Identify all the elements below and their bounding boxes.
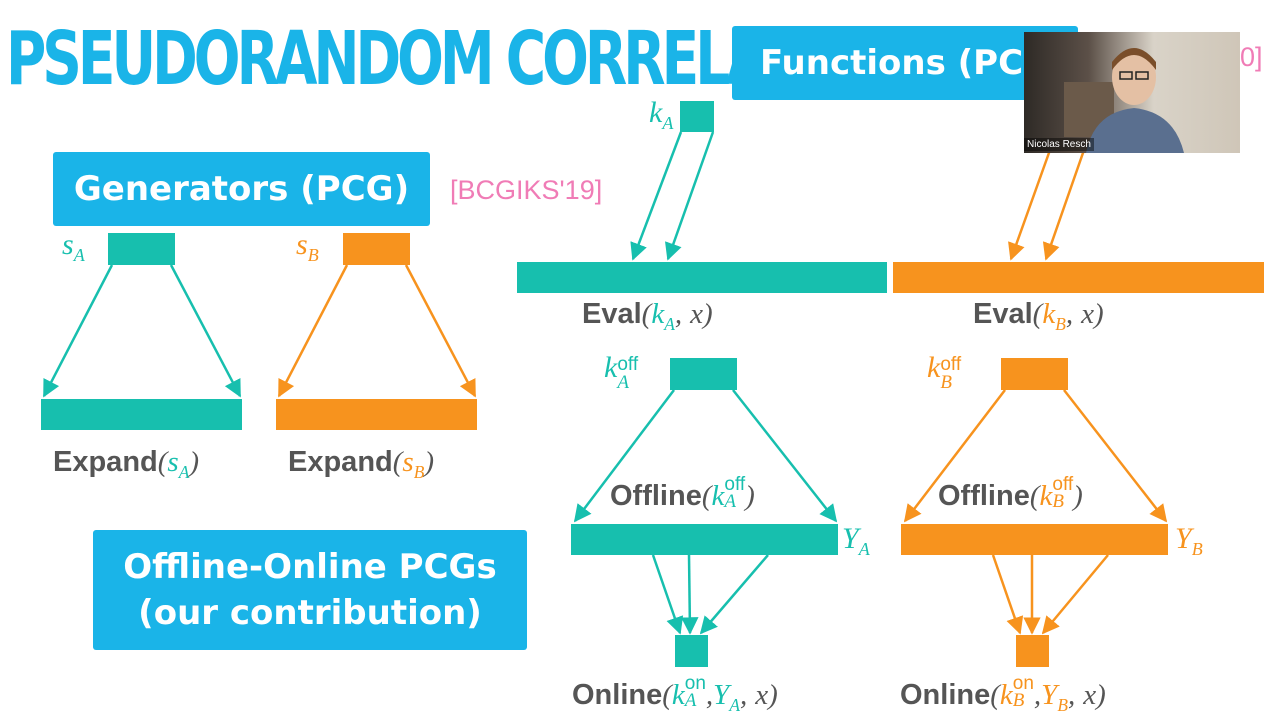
online-a-block (675, 635, 708, 667)
arrow (732, 389, 838, 523)
functions-banner-text: Functions (PCF) (760, 43, 1062, 83)
arrow (404, 264, 477, 398)
online-b-block (1016, 635, 1049, 667)
arrow (630, 131, 683, 261)
arrow (681, 554, 699, 635)
functions-citation: 0] (1240, 42, 1263, 72)
arrow (169, 264, 242, 398)
arrow (991, 554, 1024, 635)
generators-citation: [BCGIKS'19] (450, 175, 603, 205)
arrow (1041, 554, 1109, 635)
koff-b-block (1001, 358, 1068, 390)
offline-a-bar (571, 524, 838, 555)
arrow (1063, 389, 1168, 523)
arrow (277, 264, 349, 398)
arrow (1042, 149, 1086, 261)
arrow (42, 264, 114, 398)
eval-a-label: Eval(kA, x) (582, 298, 713, 334)
generators-banner-text: Generators (PCG) (73, 169, 410, 209)
eval-b-bar (893, 262, 1264, 293)
arrow (651, 554, 684, 635)
expand-b-label: Expand(sB) (288, 446, 435, 482)
functions-banner: Functions (PCF) (732, 26, 1078, 100)
webcam-participant-name: Nicolas Resch (1024, 138, 1094, 151)
eval-a-bar (517, 262, 887, 293)
arrow (903, 389, 1006, 523)
seed-b-block (343, 233, 410, 265)
label-y-a: YA (842, 522, 870, 559)
expand-b-bar (276, 399, 477, 430)
arrow (1008, 149, 1052, 261)
koff-a-block (670, 358, 737, 390)
arrow (699, 554, 769, 635)
offline-online-banner: Offline-Online PCGs (our contribution) (93, 530, 527, 650)
expand-a-label: Expand(sA) (53, 446, 200, 482)
generators-banner: Generators (PCG) (53, 152, 430, 226)
expand-a-bar (41, 399, 242, 430)
webcam-video: Nicolas Resch (1024, 32, 1240, 153)
arrow (665, 131, 715, 261)
eval-b-label: Eval(kB, x) (973, 298, 1104, 334)
label-k-a: kA (649, 96, 674, 133)
key-a-block (680, 101, 714, 132)
seed-a-block (108, 233, 175, 265)
label-y-b: YB (1175, 522, 1203, 559)
arrow (573, 389, 675, 523)
webcam-person-icon (1064, 48, 1184, 153)
label-s-a: sA (62, 228, 85, 265)
offline-online-banner-line1: Offline-Online PCGs (123, 547, 497, 587)
label-s-b: sB (296, 228, 319, 265)
offline-online-banner-line2: (our contribution) (138, 593, 482, 633)
offline-b-bar (901, 524, 1168, 555)
